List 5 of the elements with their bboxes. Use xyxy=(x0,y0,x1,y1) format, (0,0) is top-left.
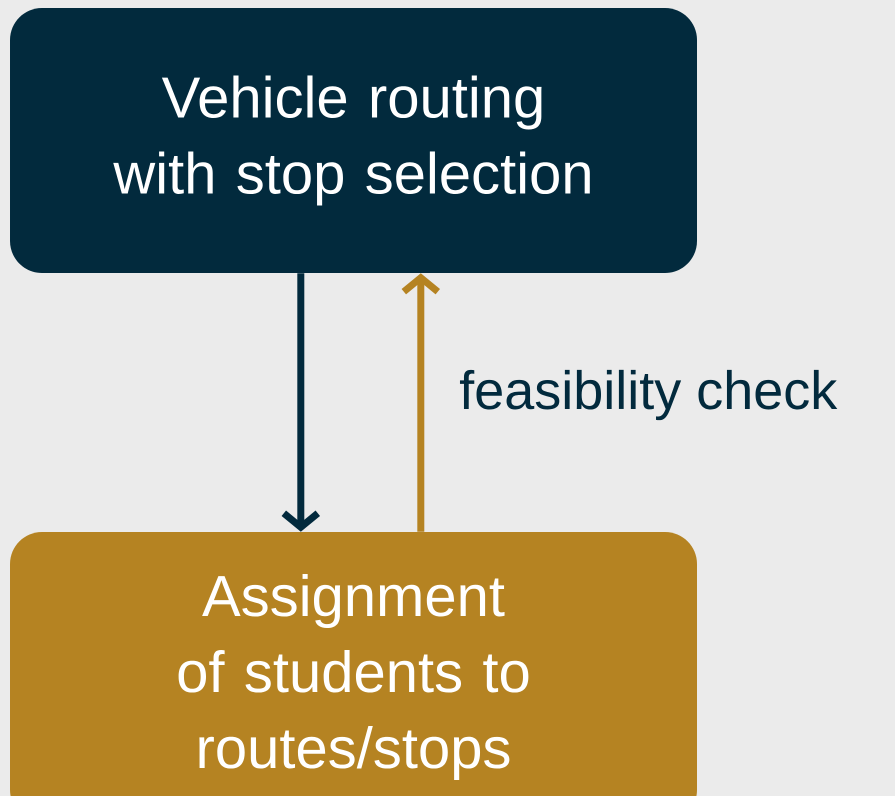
process-box: Assignment of students to routes/stops xyxy=(10,532,697,796)
arrow xyxy=(402,273,440,532)
arrow xyxy=(282,273,320,532)
process-box: Vehicle routing with stop selection xyxy=(10,8,697,273)
edge-label: feasibility check xyxy=(457,368,840,422)
